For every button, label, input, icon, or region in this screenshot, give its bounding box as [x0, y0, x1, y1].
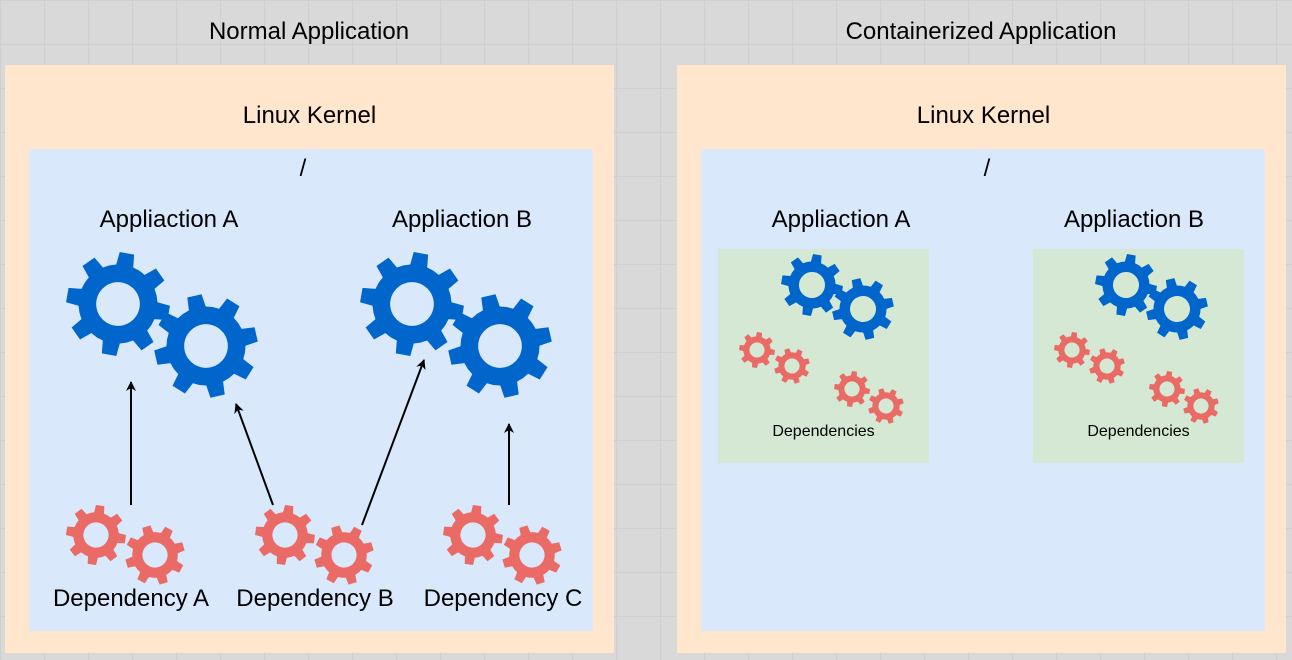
- container-a-dependency-gear-icon: [738, 331, 776, 369]
- dependency-b-gear-icon: [255, 505, 315, 565]
- container-b-dependencies-box: Dependencies: [1033, 249, 1244, 463]
- dependency-a-gear-icon: [66, 505, 126, 565]
- container-a-app-gear-icon: [781, 254, 843, 316]
- dependency-b-gear-icon: [314, 525, 374, 585]
- container-a-dependencies-box: Dependencies: [718, 249, 929, 463]
- app-a-gear-icon: [154, 294, 258, 398]
- container-app-b-title: Appliaction B: [1063, 206, 1205, 233]
- dependency-c-gear-icon: [502, 525, 562, 585]
- container-panel-title: Containerized Application: [845, 18, 1117, 45]
- container-b-dependency-gear-icon: [1053, 331, 1091, 369]
- container-b-dependency-gear-icon: [1183, 388, 1219, 424]
- container-b-app-gear-icon: [1095, 254, 1157, 316]
- normal-app-b-title: Appliaction B: [391, 206, 533, 233]
- container-a-dependency-gear-icon: [868, 388, 904, 424]
- container-b-dependency-gear-icon: [1089, 348, 1125, 384]
- app-a-gear-icon: [66, 252, 170, 356]
- container-a-app-gear-icon: [832, 278, 894, 340]
- container-kernel-label: Linux Kernel: [916, 102, 1051, 129]
- container-root-filesystem: / Appliaction A Appliaction B Dependenci…: [701, 149, 1265, 631]
- container-a-dependencies-label: Dependencies: [772, 423, 875, 440]
- dependency-c-gear-icon: [443, 505, 503, 565]
- normal-dependency-b-label: Dependency B: [236, 585, 394, 612]
- normal-panel-title: Normal Application: [208, 18, 410, 45]
- normal-kernel-label: Linux Kernel: [242, 102, 377, 129]
- container-a-dependency-gear-icon: [774, 348, 810, 384]
- app-b-gear-icon: [448, 294, 552, 398]
- normal-root-label: /: [299, 155, 307, 182]
- container-app-a-title: Appliaction A: [771, 206, 911, 233]
- container-b-dependencies-label: Dependencies: [1087, 423, 1190, 440]
- normal-dependency-a-label: Dependency A: [52, 585, 210, 612]
- container-b-dependency-gear-icon: [1148, 370, 1186, 408]
- normal-root-filesystem: / Appliaction A Appliaction B Dependency…: [29, 149, 593, 631]
- normal-dependency-c-label: Dependency C: [423, 585, 583, 612]
- container-root-label: /: [983, 155, 991, 182]
- normal-app-a-title: Appliaction A: [99, 206, 239, 233]
- container-b-app-gear-icon: [1146, 278, 1208, 340]
- container-a-dependency-gear-icon: [833, 370, 871, 408]
- app-b-gear-icon: [360, 252, 464, 356]
- dependency-a-gear-icon: [125, 525, 185, 585]
